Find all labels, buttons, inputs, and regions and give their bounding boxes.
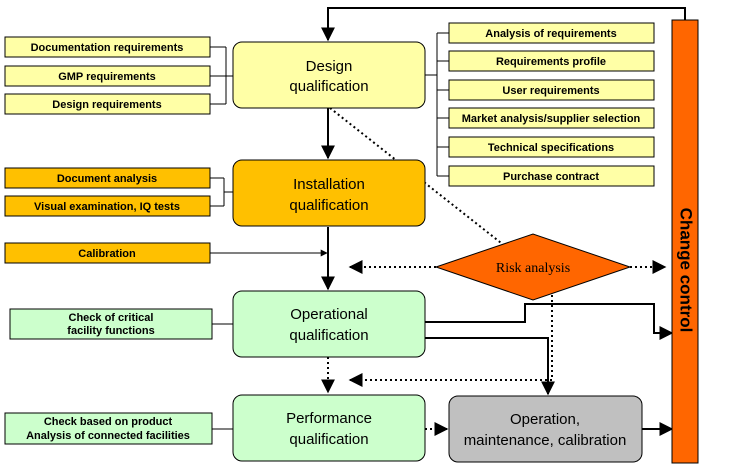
- operational-input-box: Check of critical facility functions: [9, 308, 213, 340]
- input-box-document-analysis: Document analysis: [4, 167, 211, 189]
- stage-label-line-2: qualification: [289, 197, 368, 214]
- input-label: GMP requirements: [58, 71, 156, 83]
- stage-label-line-1: Operational: [290, 306, 368, 323]
- stage-label-line-1: Operation,: [510, 411, 580, 428]
- output-label: Analysis of requirements: [485, 28, 616, 40]
- output-box-purchase-contract: Purchase contract: [448, 165, 655, 187]
- risk-analysis-label: Risk analysis: [496, 261, 570, 276]
- input-label-line-2: Analysis of connected facilities: [26, 430, 190, 442]
- stage-label-line-1: Performance: [286, 410, 372, 427]
- output-label: Market analysis/supplier selection: [462, 113, 641, 125]
- input-label-line-1: Check of critical: [69, 312, 154, 324]
- input-label: Visual examination, IQ tests: [34, 201, 180, 213]
- connectors: [210, 7, 686, 436]
- input-label: Documentation requirements: [31, 42, 184, 54]
- risk-analysis-diamond: Risk analysis: [434, 233, 632, 301]
- stage-installation-qualification: Installation qualification: [232, 159, 426, 227]
- performance-input-box: Check based on product Analysis of conne…: [4, 412, 213, 445]
- design-outputs: Analysis of requirements Requirements pr…: [448, 22, 655, 187]
- stage-label-line-2: maintenance, calibration: [464, 432, 627, 449]
- output-label: User requirements: [502, 85, 599, 97]
- stage-label-line-2: qualification: [289, 78, 368, 95]
- stage-label-line-2: qualification: [289, 327, 368, 344]
- calibration-label: Calibration: [78, 248, 136, 260]
- input-label: Design requirements: [52, 99, 161, 111]
- output-label: Purchase contract: [503, 171, 599, 183]
- output-box-analysis-of-requirements: Analysis of requirements: [448, 22, 655, 44]
- stage-design-qualification: Design qualification: [232, 41, 426, 109]
- dotted-connectors: [321, 107, 667, 436]
- output-label: Technical specifications: [488, 142, 614, 154]
- input-box-calibration: Calibration: [4, 242, 211, 264]
- output-box-user-requirements: User requirements: [448, 79, 655, 101]
- stage-operation-maintenance: Operation, maintenance, calibration: [448, 395, 643, 463]
- input-box-design-requirements: Design requirements: [4, 93, 211, 115]
- stage-label-line-2: qualification: [289, 431, 368, 448]
- stage-label-line-1: Design: [306, 58, 353, 75]
- change-control-label: Change control: [677, 208, 696, 333]
- output-box-market-analysis: Market analysis/supplier selection: [448, 107, 655, 129]
- stage-operational-qualification: Operational qualification: [232, 290, 426, 358]
- input-label-line-2: facility functions: [67, 325, 154, 337]
- output-box-requirements-profile: Requirements profile: [448, 50, 655, 72]
- output-box-technical-specifications: Technical specifications: [448, 136, 655, 158]
- input-box-documentation-requirements: Documentation requirements: [4, 36, 211, 58]
- installation-inputs: Document analysis Visual examination, IQ…: [4, 167, 211, 264]
- input-box-gmp-requirements: GMP requirements: [4, 65, 211, 87]
- input-label: Document analysis: [57, 173, 157, 185]
- design-inputs: Documentation requirements GMP requireme…: [4, 36, 211, 115]
- output-label: Requirements profile: [496, 56, 606, 68]
- stage-label-line-1: Installation: [293, 176, 365, 193]
- stage-performance-qualification: Performance qualification: [232, 394, 426, 462]
- input-label-line-1: Check based on product: [44, 416, 173, 428]
- change-control-bar: Change control: [671, 19, 699, 464]
- input-box-visual-examination: Visual examination, IQ tests: [4, 195, 211, 217]
